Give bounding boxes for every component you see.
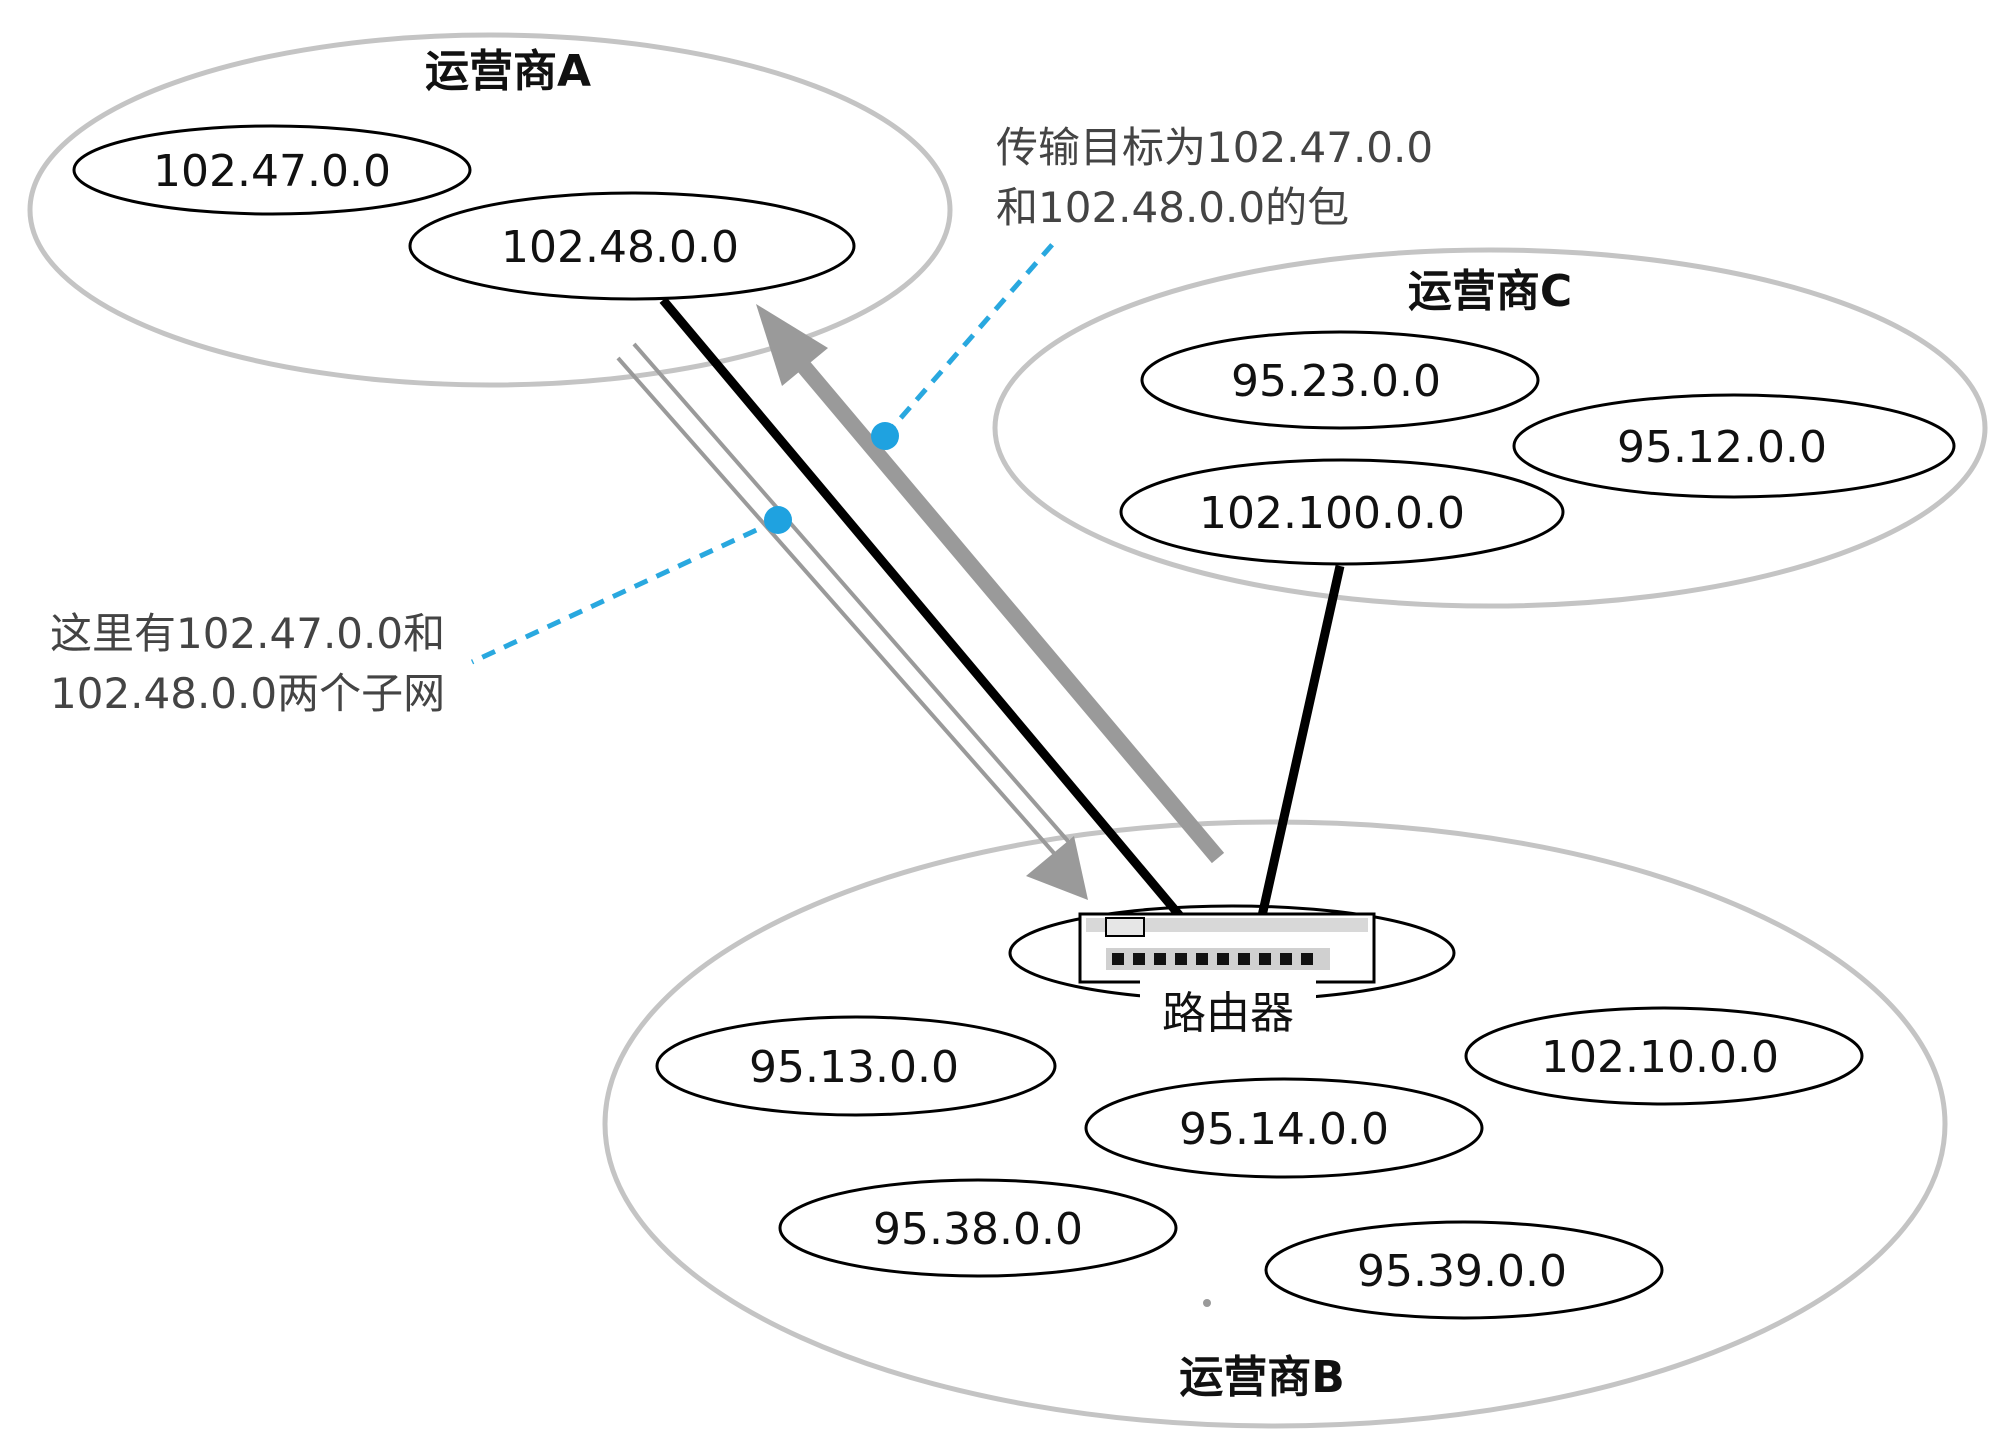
subnet-ellipse [72, 124, 472, 216]
subnet-label: 102.100.0.0 [1199, 488, 1465, 539]
subnet-ellipse [1119, 458, 1565, 566]
callout-packets-line [883, 236, 1060, 438]
subnet-label: 95.14.0.0 [1179, 1104, 1389, 1155]
packet-arrow-line [793, 356, 1225, 864]
subnet-ellipse [1512, 393, 1956, 499]
advertisement-arrow-line [632, 342, 1076, 850]
subnets-note-line1: 这里有102.47.0.0和 [50, 609, 445, 658]
subnet-label: 102.47.0.0 [153, 146, 391, 197]
subnet-ellipse [1264, 1220, 1664, 1320]
subnet-label: 95.39.0.0 [1357, 1246, 1567, 1297]
subnet-ellipse [1084, 1077, 1484, 1179]
subnet-ellipse [1464, 1006, 1864, 1106]
region-a-outline [27, 32, 953, 388]
subnet-ellipse [1140, 330, 1540, 430]
stray-dot [1203, 1299, 1211, 1307]
router-icon [1078, 912, 1376, 984]
subnets-note-line2: 102.48.0.0两个子网 [50, 669, 445, 718]
subnet-label: 95.12.0.0 [1617, 422, 1827, 473]
subnet-ellipse [408, 191, 856, 301]
subnet-ellipse [778, 1178, 1178, 1278]
packet-arrowhead [756, 304, 828, 386]
advertisement-arrowhead [1026, 836, 1088, 900]
subnet-label: 95.13.0.0 [749, 1042, 959, 1093]
region-a-label: 运营商A [425, 46, 591, 97]
callout-packets-dot [871, 422, 899, 450]
subnet-label: 102.48.0.0 [501, 222, 739, 273]
link-a-router [659, 297, 1184, 919]
router-label: 路由器 [1162, 988, 1294, 1039]
advertisement-arrow-line [616, 356, 1062, 862]
router-label-bg [1140, 980, 1316, 1036]
link-c-router [1257, 565, 1345, 917]
subnet-ellipse [655, 1015, 1057, 1117]
region-b-label: 运营商B [1179, 1352, 1345, 1403]
subnet-label: 95.38.0.0 [873, 1204, 1083, 1255]
region-c-outline [992, 247, 1988, 609]
subnet-label: 95.23.0.0 [1231, 356, 1441, 407]
region-c-label: 运营商C [1408, 266, 1572, 317]
region-b-outline [602, 819, 1948, 1429]
packets-note-line2: 和102.48.0.0的包 [996, 183, 1349, 232]
subnet-label: 102.10.0.0 [1541, 1032, 1779, 1083]
packets-note-line1: 传输目标为102.47.0.0 [996, 123, 1433, 172]
callout-subnets-dot [764, 506, 792, 534]
callout-subnets-line [470, 517, 780, 665]
